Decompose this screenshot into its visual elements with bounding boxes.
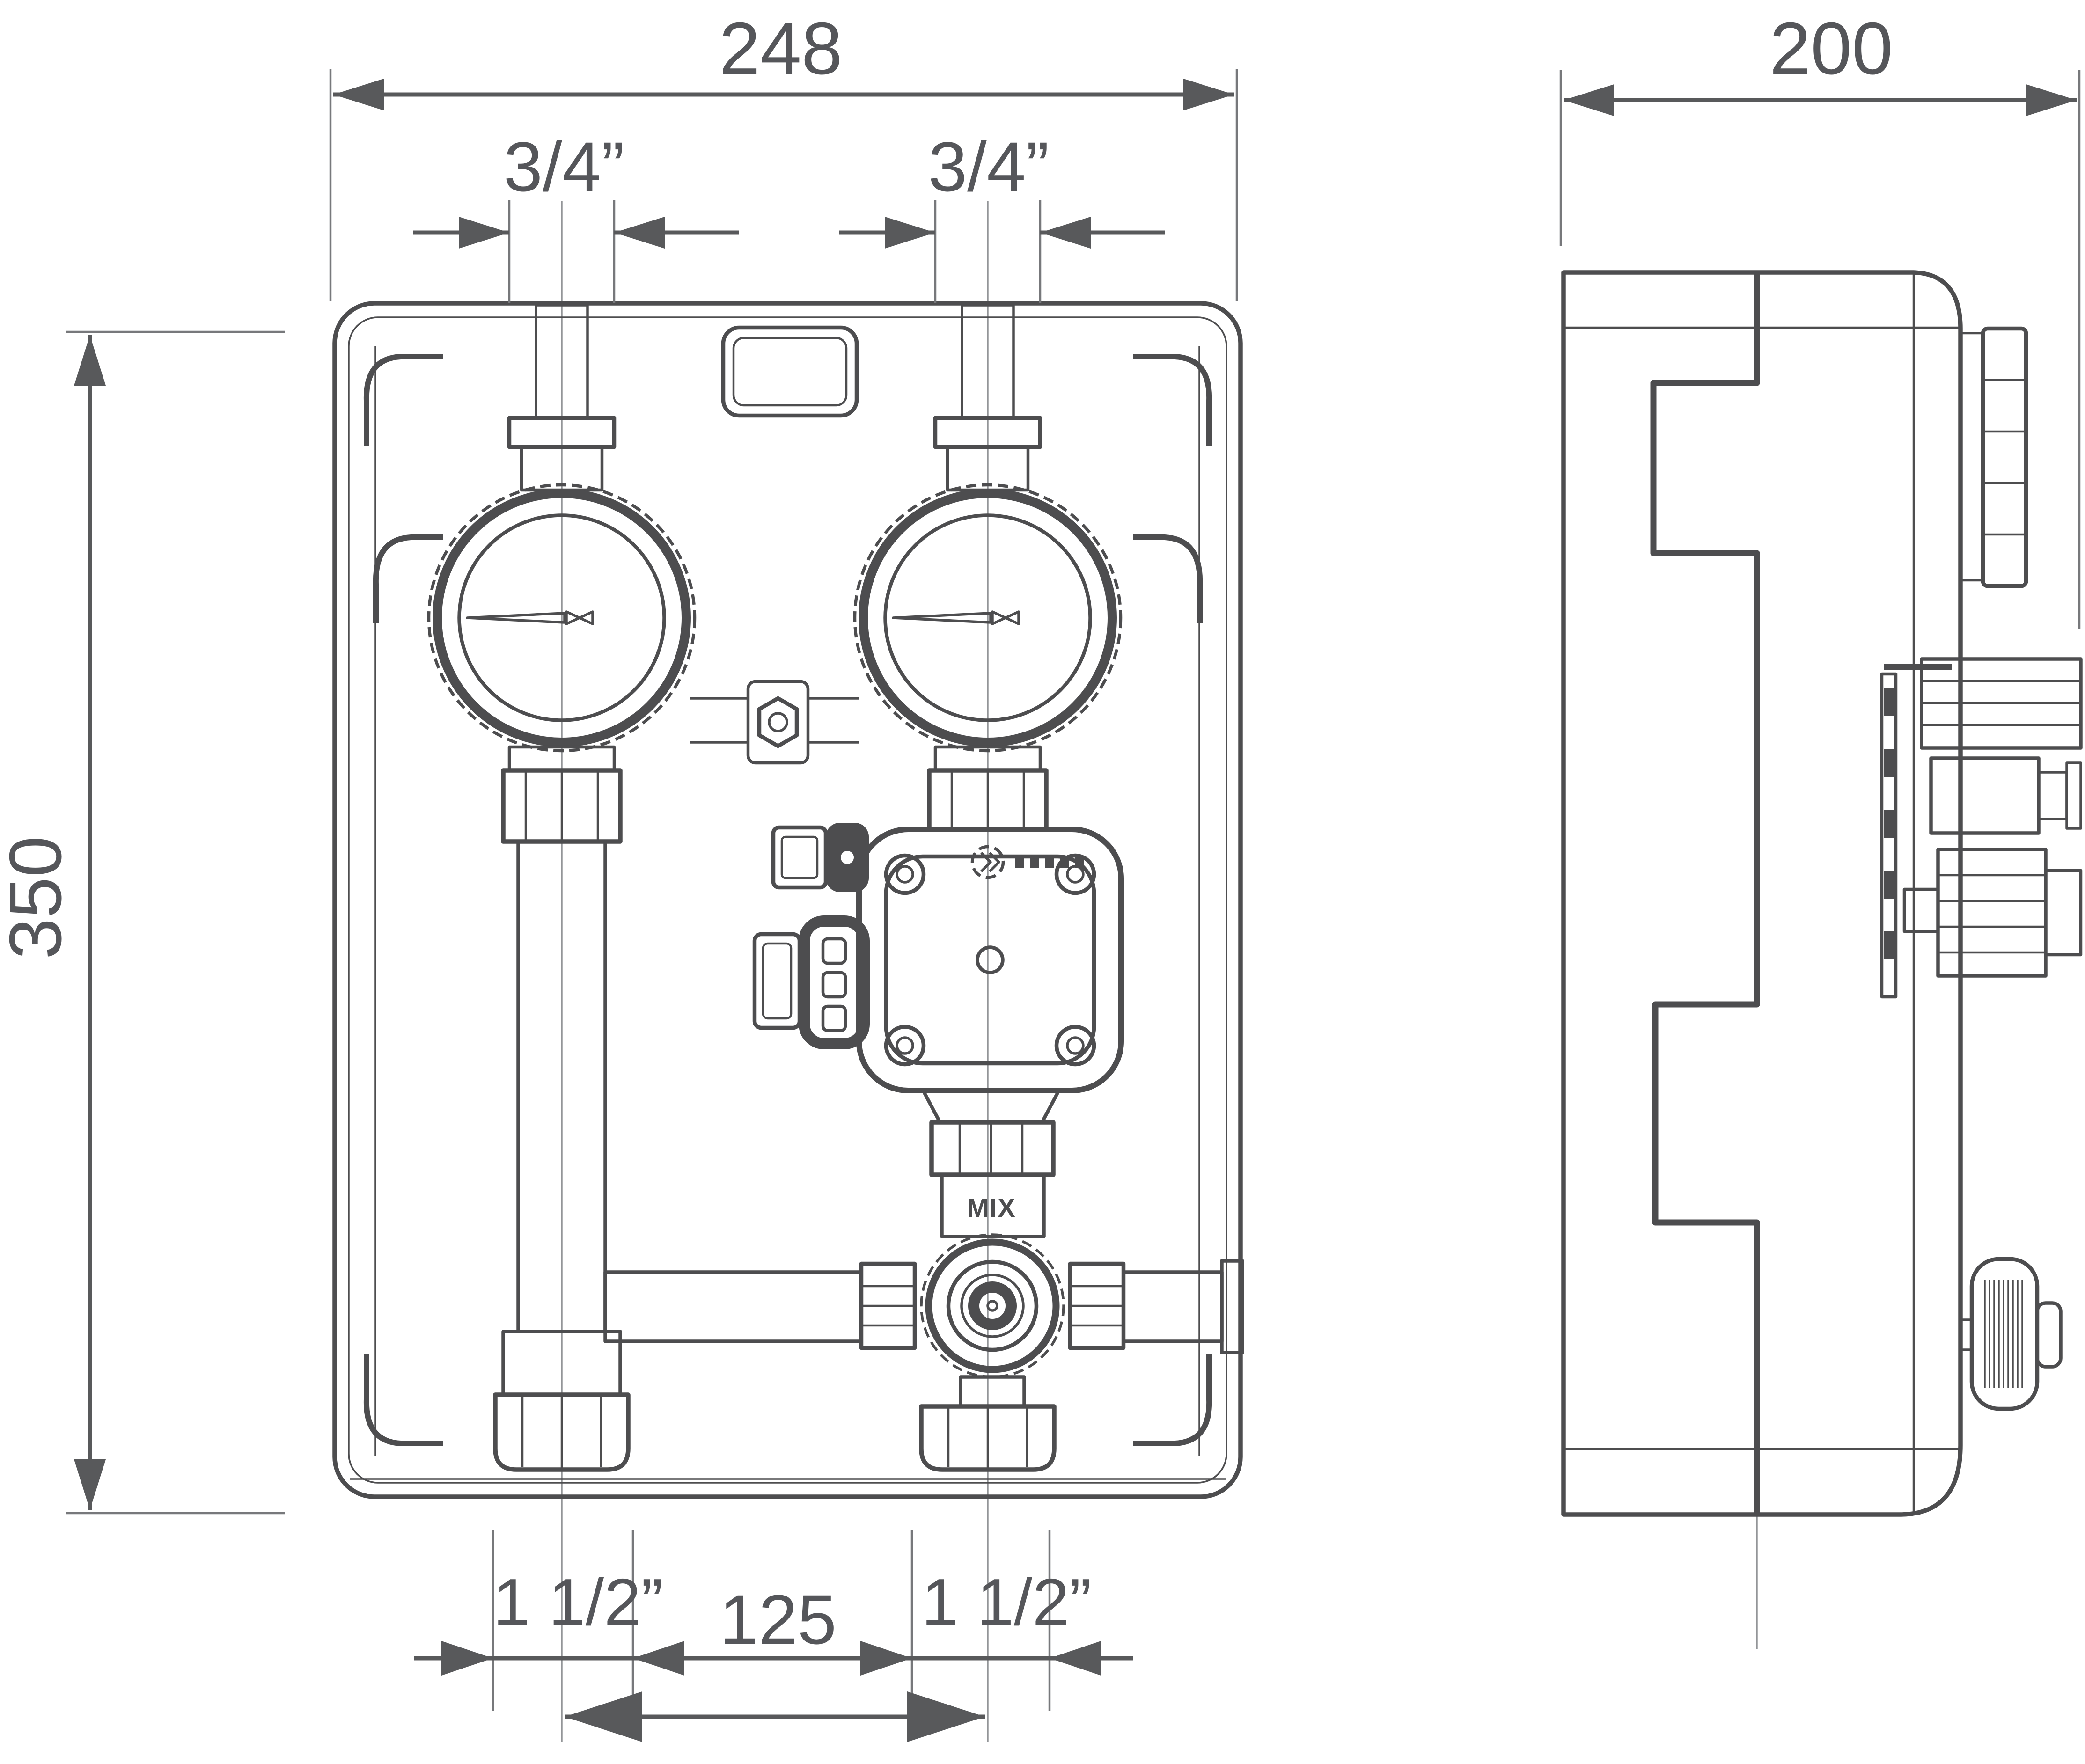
insulation-bracket-mid-right — [1133, 534, 1203, 623]
insulation-bracket-top-left — [363, 354, 443, 446]
arrowhead-left-icon — [633, 1641, 684, 1676]
pump-brand-marks — [1015, 856, 1084, 868]
dim-conn-top-left-value: 3/4” — [504, 127, 624, 206]
side-valve-knob — [1960, 1257, 2063, 1411]
pump-logo-chevron-icon — [980, 852, 1000, 872]
label-plate-inner — [732, 337, 848, 407]
arrowhead-right-icon — [860, 1641, 912, 1676]
pump-outlet-flange — [921, 1089, 1061, 1124]
dim-depth-value: 200 — [1769, 7, 1893, 90]
insulation-bracket-mid-left — [373, 534, 443, 623]
valve-right-end-cap — [1220, 1259, 1244, 1354]
dim-port-spacing-value: 125 — [719, 1580, 837, 1659]
motor-end-cap — [2044, 869, 2083, 957]
knob-ribs — [1984, 1280, 2023, 1388]
dim-overall-height: 350 — [0, 330, 285, 1515]
label-plate — [721, 325, 859, 418]
valve-knob-ring — [925, 1238, 1060, 1373]
valve-center-screw — [968, 1281, 1017, 1330]
insulation-bracket-bottom-right — [1133, 1354, 1212, 1446]
dim-height-value: 350 — [0, 836, 77, 959]
insulation-bracket-top-right — [1133, 354, 1212, 446]
side-thermometer-cap — [1959, 326, 2028, 588]
pump-outlet-nut — [929, 1120, 1056, 1177]
dim-port-top-right: 3/4” — [839, 127, 1165, 303]
knob-body — [1969, 1257, 2040, 1411]
supply-pipe-left — [493, 745, 631, 1472]
plug-pin-hole — [841, 851, 854, 864]
valve-center-dot — [986, 1300, 998, 1312]
dim-conn-bottom-right-value: 1 1/2” — [921, 1565, 1091, 1640]
pump-power-plug — [799, 915, 870, 1049]
manifold-screw-hex — [757, 696, 799, 748]
front-body-inner-shell — [348, 316, 1227, 1484]
side-body-outline — [1561, 270, 1963, 1517]
mixing-valve: MIX — [603, 1173, 1244, 1472]
manifold-screw-circle — [768, 712, 788, 732]
valve-left-horizontal-pipe — [603, 1270, 863, 1343]
valve-knurl-ring — [920, 1233, 1065, 1378]
side-connector-mid — [1929, 756, 2041, 835]
pump-faceplate — [884, 854, 1096, 1066]
dim-conn-bottom-left-value: 1 1/2” — [493, 1565, 663, 1640]
front-body-outline — [332, 301, 1243, 1499]
plug-pin — [821, 1004, 847, 1032]
side-connector-edge — [2065, 761, 2082, 830]
pump-connector-lower-frame — [752, 932, 802, 1030]
cap-bracket — [1959, 332, 1984, 582]
centerlines — [561, 201, 1758, 1742]
valve-mix-label: MIX — [967, 1193, 1016, 1222]
valve-knob-inner — [960, 1274, 1025, 1338]
side-pump-cluster — [1880, 657, 2083, 999]
dim-depth-side: 200 — [1559, 7, 2081, 629]
bottom-union-nut — [493, 1392, 631, 1472]
knob-cap — [2035, 1301, 2063, 1369]
dimensions: 248 3/4” 3/4” 350 200 — [0, 7, 2081, 1742]
pump-assembly — [752, 745, 1124, 1177]
dim-width-value: 248 — [719, 7, 843, 90]
valve-knob-mid — [946, 1259, 1039, 1352]
cluster-left-strip — [1880, 672, 1898, 999]
pump-connector-upper-inner — [780, 835, 819, 879]
side-motor-block — [1936, 848, 2048, 978]
valve-right-horizontal-pipe — [1122, 1270, 1224, 1343]
bottom-union-nut-right — [919, 1404, 1057, 1472]
plug-pin — [821, 937, 847, 965]
dim-overall-width: 248 — [329, 7, 1238, 301]
manifold-screw-plate — [746, 680, 810, 765]
pump-logo-icon — [970, 845, 1005, 879]
side-insulation-joint — [1650, 272, 1760, 1515]
dim-bottom-connections: 1 1/2” 1 1/2” 125 — [414, 1530, 1133, 1711]
arrowhead-left-icon — [1050, 1641, 1101, 1676]
cap-body — [1981, 326, 2028, 588]
strip-segments — [1884, 688, 1894, 959]
valve-bottom-block — [959, 1375, 1026, 1408]
pump-center-cap — [976, 945, 1005, 974]
front-view: MIX — [332, 301, 1244, 1499]
valve-inlet-pipe — [940, 1173, 1046, 1238]
side-pump-nub — [1902, 887, 1940, 933]
side-view — [1561, 270, 2083, 1517]
dim-port-top-left: 3/4” — [413, 127, 739, 303]
dim-conn-top-right-value: 3/4” — [928, 127, 1049, 206]
pump-connector-lower-inner — [762, 942, 793, 1020]
arrowhead-right-icon — [441, 1641, 493, 1676]
plug-pin — [821, 971, 847, 999]
insulation-bracket-bottom-left — [363, 1354, 443, 1446]
side-connector-tab — [2037, 771, 2068, 820]
